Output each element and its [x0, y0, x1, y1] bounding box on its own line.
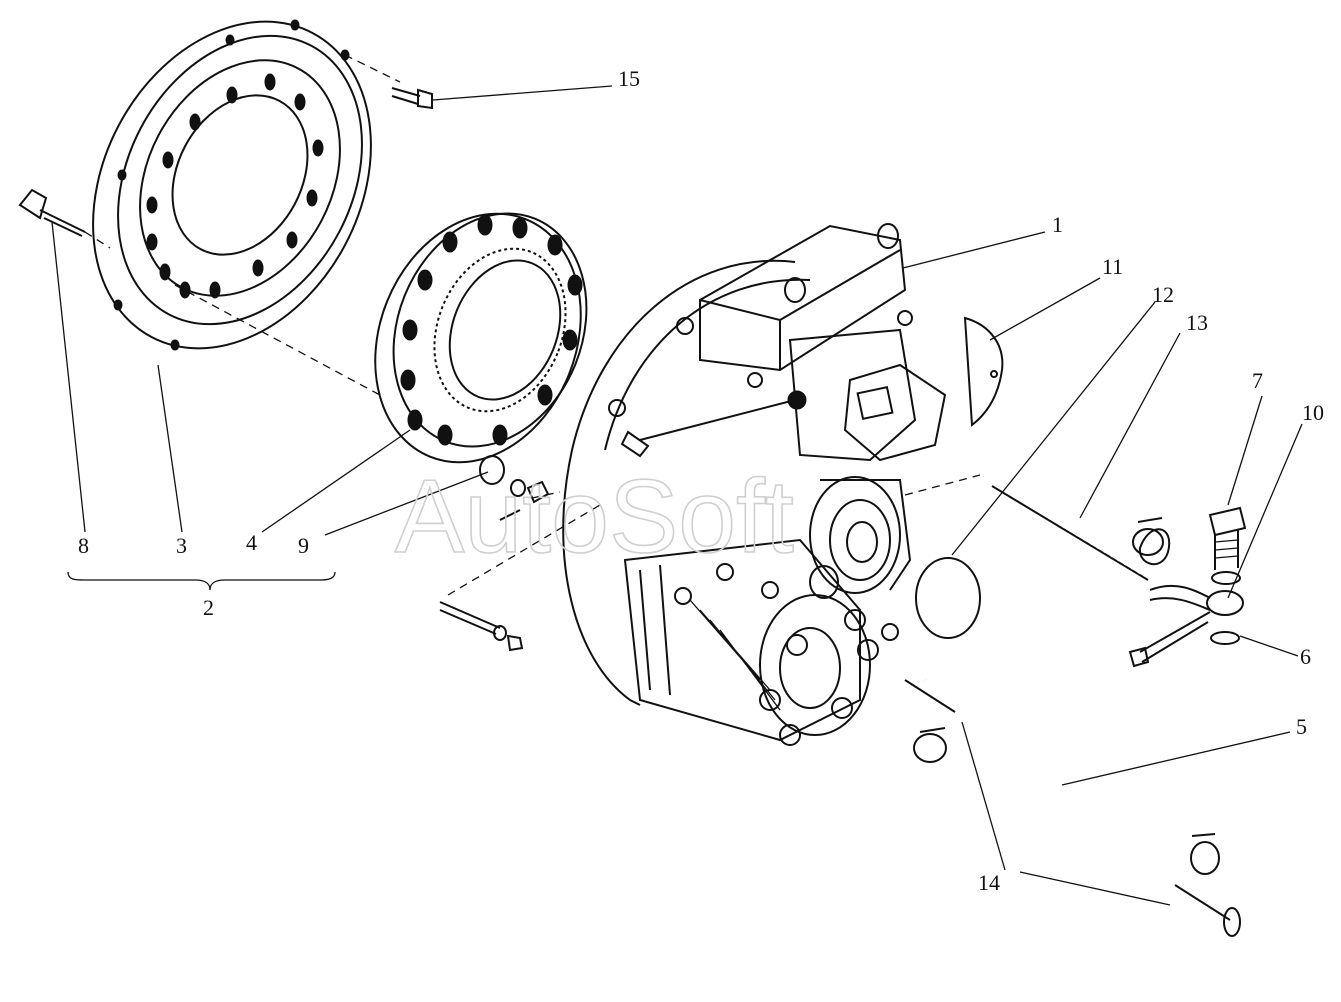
- callout-11: 11: [1102, 254, 1123, 279]
- callout-12: 12: [1152, 282, 1174, 307]
- part-5-flexible-pipe: [904, 517, 1241, 937]
- stud-with-nut: [439, 601, 524, 652]
- callout-3: 3: [176, 533, 187, 558]
- callout-15: 15: [618, 66, 640, 91]
- callout-1: 1: [1052, 212, 1063, 237]
- callout-14: 14: [978, 870, 1000, 895]
- part-3-flange-disc: [92, 19, 372, 351]
- part-9-fittings: [479, 455, 550, 521]
- part-8-bolt: [18, 188, 86, 237]
- callout-9: 9: [298, 533, 309, 558]
- pump-bolts: [608, 310, 913, 746]
- part-14-hose-clamps: [913, 517, 1220, 875]
- part-11-gasket-plate: [963, 316, 1004, 427]
- part-4-coupling-ring: [374, 212, 588, 464]
- watermark-text: AutoSoft: [395, 459, 794, 575]
- callout-8: 8: [78, 533, 89, 558]
- ring-bolt-holes: [400, 214, 583, 446]
- part-1-gearbox-housing: [562, 223, 947, 746]
- callout-13: 13: [1186, 310, 1208, 335]
- callout-5: 5: [1296, 714, 1307, 739]
- part-12-o-ring: [915, 557, 981, 639]
- assembly-guide-lines: [84, 54, 981, 596]
- callout-6: 6: [1300, 644, 1311, 669]
- callout-7: 7: [1252, 368, 1263, 393]
- callout-2: 2: [203, 595, 214, 620]
- callout-4: 4: [246, 530, 257, 555]
- callout-labels: 1 11 12 13 7 10 6 5 14 15 8 3 4 9 2: [78, 66, 1324, 895]
- callout-leader-lines: [51, 85, 1303, 906]
- part-13-hose: [991, 482, 1171, 581]
- banjo-fitting-assembly: [1128, 506, 1247, 668]
- part-15-screw: [391, 87, 433, 110]
- callout-10: 10: [1302, 400, 1324, 425]
- flange-bolt-holes: [113, 19, 350, 351]
